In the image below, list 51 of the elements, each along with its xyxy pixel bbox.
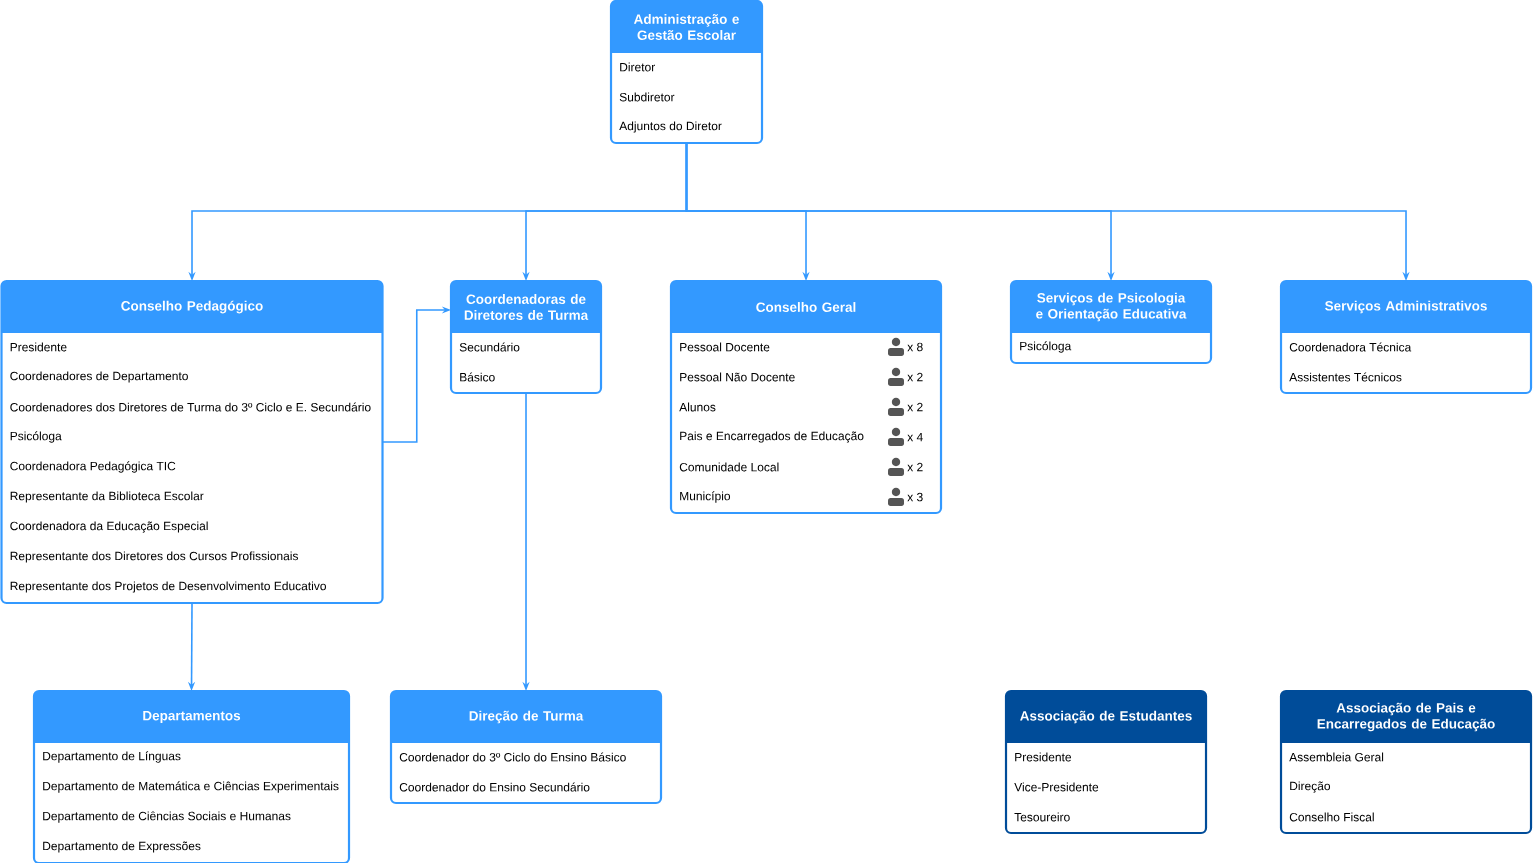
box-heading: Associação de Estudantes [1020, 710, 1192, 724]
count-label: x 2 [907, 402, 923, 412]
list-item: Departamento de Línguas [43, 751, 181, 763]
list-item: Secundário [459, 342, 520, 352]
count-label: x 2 [907, 372, 923, 382]
list-item: Coordenadora Pedagógica TIC [10, 461, 176, 473]
list-item: Coordenadora da Educação Especial [10, 521, 208, 533]
list-item: Adjuntos do Diretor [619, 121, 722, 133]
list-item: Psicóloga [10, 431, 62, 443]
list-item: Coordenador do 3º Ciclo do Ensino Básico [399, 752, 626, 762]
list-item: Representante da Biblioteca Escolar [10, 491, 204, 503]
list-item: Pessoal Não Docente [680, 372, 795, 382]
box-heading: Departamentos [143, 710, 241, 724]
list-item: Coordenadores de Departamento [10, 371, 188, 383]
list-item: Coordenador do Ensino Secundário [399, 782, 590, 792]
list-item: Psicóloga [1020, 341, 1072, 353]
box-heading: Serviços de Psicologia e Orientação Educativa [1036, 292, 1187, 322]
list-item: Assembleia Geral [1289, 752, 1384, 762]
list-item: Município [680, 491, 731, 503]
list-item: Alunos [679, 402, 716, 412]
count-label: x 8 [907, 342, 923, 352]
list-item: Presidente [10, 342, 67, 352]
list-item: Pais e Encarregados de Educação [680, 431, 864, 443]
list-item: Presidente [1015, 752, 1072, 762]
list-item: Representante dos Diretores dos Cursos Profissionais [10, 551, 299, 563]
count-label: x 2 [907, 462, 923, 472]
list-item: Direção [1290, 781, 1331, 793]
box-heading: Direção de Turma [469, 710, 584, 724]
list-item: Comunidade Local [679, 462, 779, 472]
list-item: Departamento de Expressões [43, 841, 201, 853]
list-item: Assistentes Técnicos [1289, 372, 1402, 382]
list-item: Pessoal Docente [680, 342, 770, 352]
list-item: Coordenadora Técnica [1289, 342, 1412, 352]
list-item: Vice-Presidente [1014, 782, 1099, 792]
list-item: Diretor [620, 62, 655, 72]
count-label: x 4 [907, 432, 923, 442]
box-heading: Conselho Pedagógico [121, 300, 263, 314]
count-label: x 3 [907, 492, 923, 502]
list-item: Departamento de Matemática e Ciências Experimentais [43, 781, 339, 793]
list-item: Coordenadores dos Diretores de Turma do 3º Ciclo e E. Secundário [10, 402, 371, 412]
box-heading: Serviços Administrativos [1325, 300, 1487, 314]
box-heading: Conselho Geral [756, 302, 856, 312]
list-item: Conselho Fiscal [1289, 812, 1374, 822]
box-heading: Associação de Pais e Encarregados de Educação [1317, 702, 1495, 732]
list-item: Tesoureiro [1014, 812, 1070, 822]
box-heading: Administração e Gestão Escolar [633, 14, 739, 40]
box-heading: Coordenadoras de Diretores de Turma [464, 294, 589, 320]
list-item: Representante dos Projetos de Desenvolvimento Educativo [10, 581, 326, 593]
list-item: Subdiretor [619, 92, 675, 102]
list-item: Básico [460, 372, 495, 382]
list-item: Departamento de Ciências Sociais e Humanas [43, 811, 291, 823]
